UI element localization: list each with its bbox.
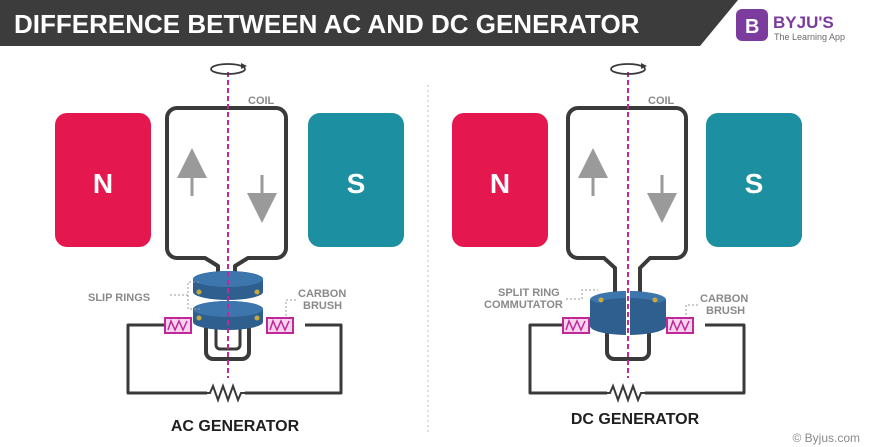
ac-south-pole — [308, 113, 404, 247]
byjus-logo: B BYJU'S The Learning App — [736, 9, 845, 42]
header-banner — [0, 0, 738, 46]
ac-coil-label: COIL — [248, 95, 275, 107]
logo-letter: B — [745, 16, 759, 38]
ac-ring-contact — [196, 315, 202, 321]
dc-resistor — [605, 383, 647, 403]
dc-brush-label-line2: BRUSH — [706, 305, 745, 317]
dc-brush-label-line1: CARBON — [700, 293, 748, 305]
ac-south-label: S — [347, 168, 366, 199]
dc-commutator-leader — [566, 289, 598, 300]
ac-north-label: N — [93, 168, 113, 199]
dc-generator: N S — [452, 63, 802, 428]
dc-rotation-icon — [610, 63, 647, 75]
dc-carbon-brush-right — [666, 317, 694, 334]
ac-ring-contact — [254, 289, 260, 295]
logo-tagline: The Learning App — [774, 32, 845, 42]
dc-south-label: S — [745, 168, 764, 199]
page-title: DIFFERENCE BETWEEN AC AND DC GENERATOR — [14, 9, 640, 39]
ac-rotation-icon — [210, 63, 247, 75]
dc-commutator-contact — [598, 297, 604, 303]
dc-commutator-label-line2: COMMUTATOR — [484, 299, 563, 311]
dc-split-ring-commutator — [589, 291, 667, 335]
ac-brush-label-line2: BRUSH — [303, 300, 342, 312]
ac-slip-rings-leader — [170, 281, 200, 296]
dc-commutator-contact — [652, 297, 658, 303]
ac-slip-ring-top-face — [193, 271, 263, 287]
logo-name: BYJU'S — [773, 13, 834, 32]
dc-north-pole — [452, 113, 548, 247]
dc-carbon-brush-left — [562, 317, 590, 334]
ac-carbon-brush-left — [164, 317, 192, 334]
dc-caption: DC GENERATOR — [571, 411, 700, 428]
ac-north-pole — [55, 113, 151, 247]
copyright-text: © Byjus.com — [792, 431, 860, 445]
ac-brush-leader — [285, 299, 296, 316]
ac-lower-loop — [204, 322, 251, 361]
ac-ring-contact — [196, 289, 202, 295]
dc-coil-label: COIL — [648, 95, 675, 107]
ac-brush-label-line1: CARBON — [298, 288, 346, 300]
dc-south-pole — [706, 113, 802, 247]
ac-resistor — [205, 383, 247, 403]
ac-generator: N S — [55, 63, 404, 435]
ac-caption: AC GENERATOR — [171, 418, 300, 435]
dc-lower-loop — [605, 330, 651, 361]
ac-ring-contact — [254, 315, 260, 321]
ac-slip-rings-label: SLIP RINGS — [88, 292, 150, 304]
dc-north-label: N — [490, 168, 510, 199]
dc-brush-leader — [685, 304, 698, 316]
ac-coil — [165, 106, 288, 284]
ac-slip-rings-leader-2 — [187, 295, 200, 310]
ac-carbon-brush-right — [266, 317, 294, 334]
dc-commutator-label-line1: SPLIT RING — [498, 287, 560, 299]
logo-badge — [736, 9, 768, 41]
